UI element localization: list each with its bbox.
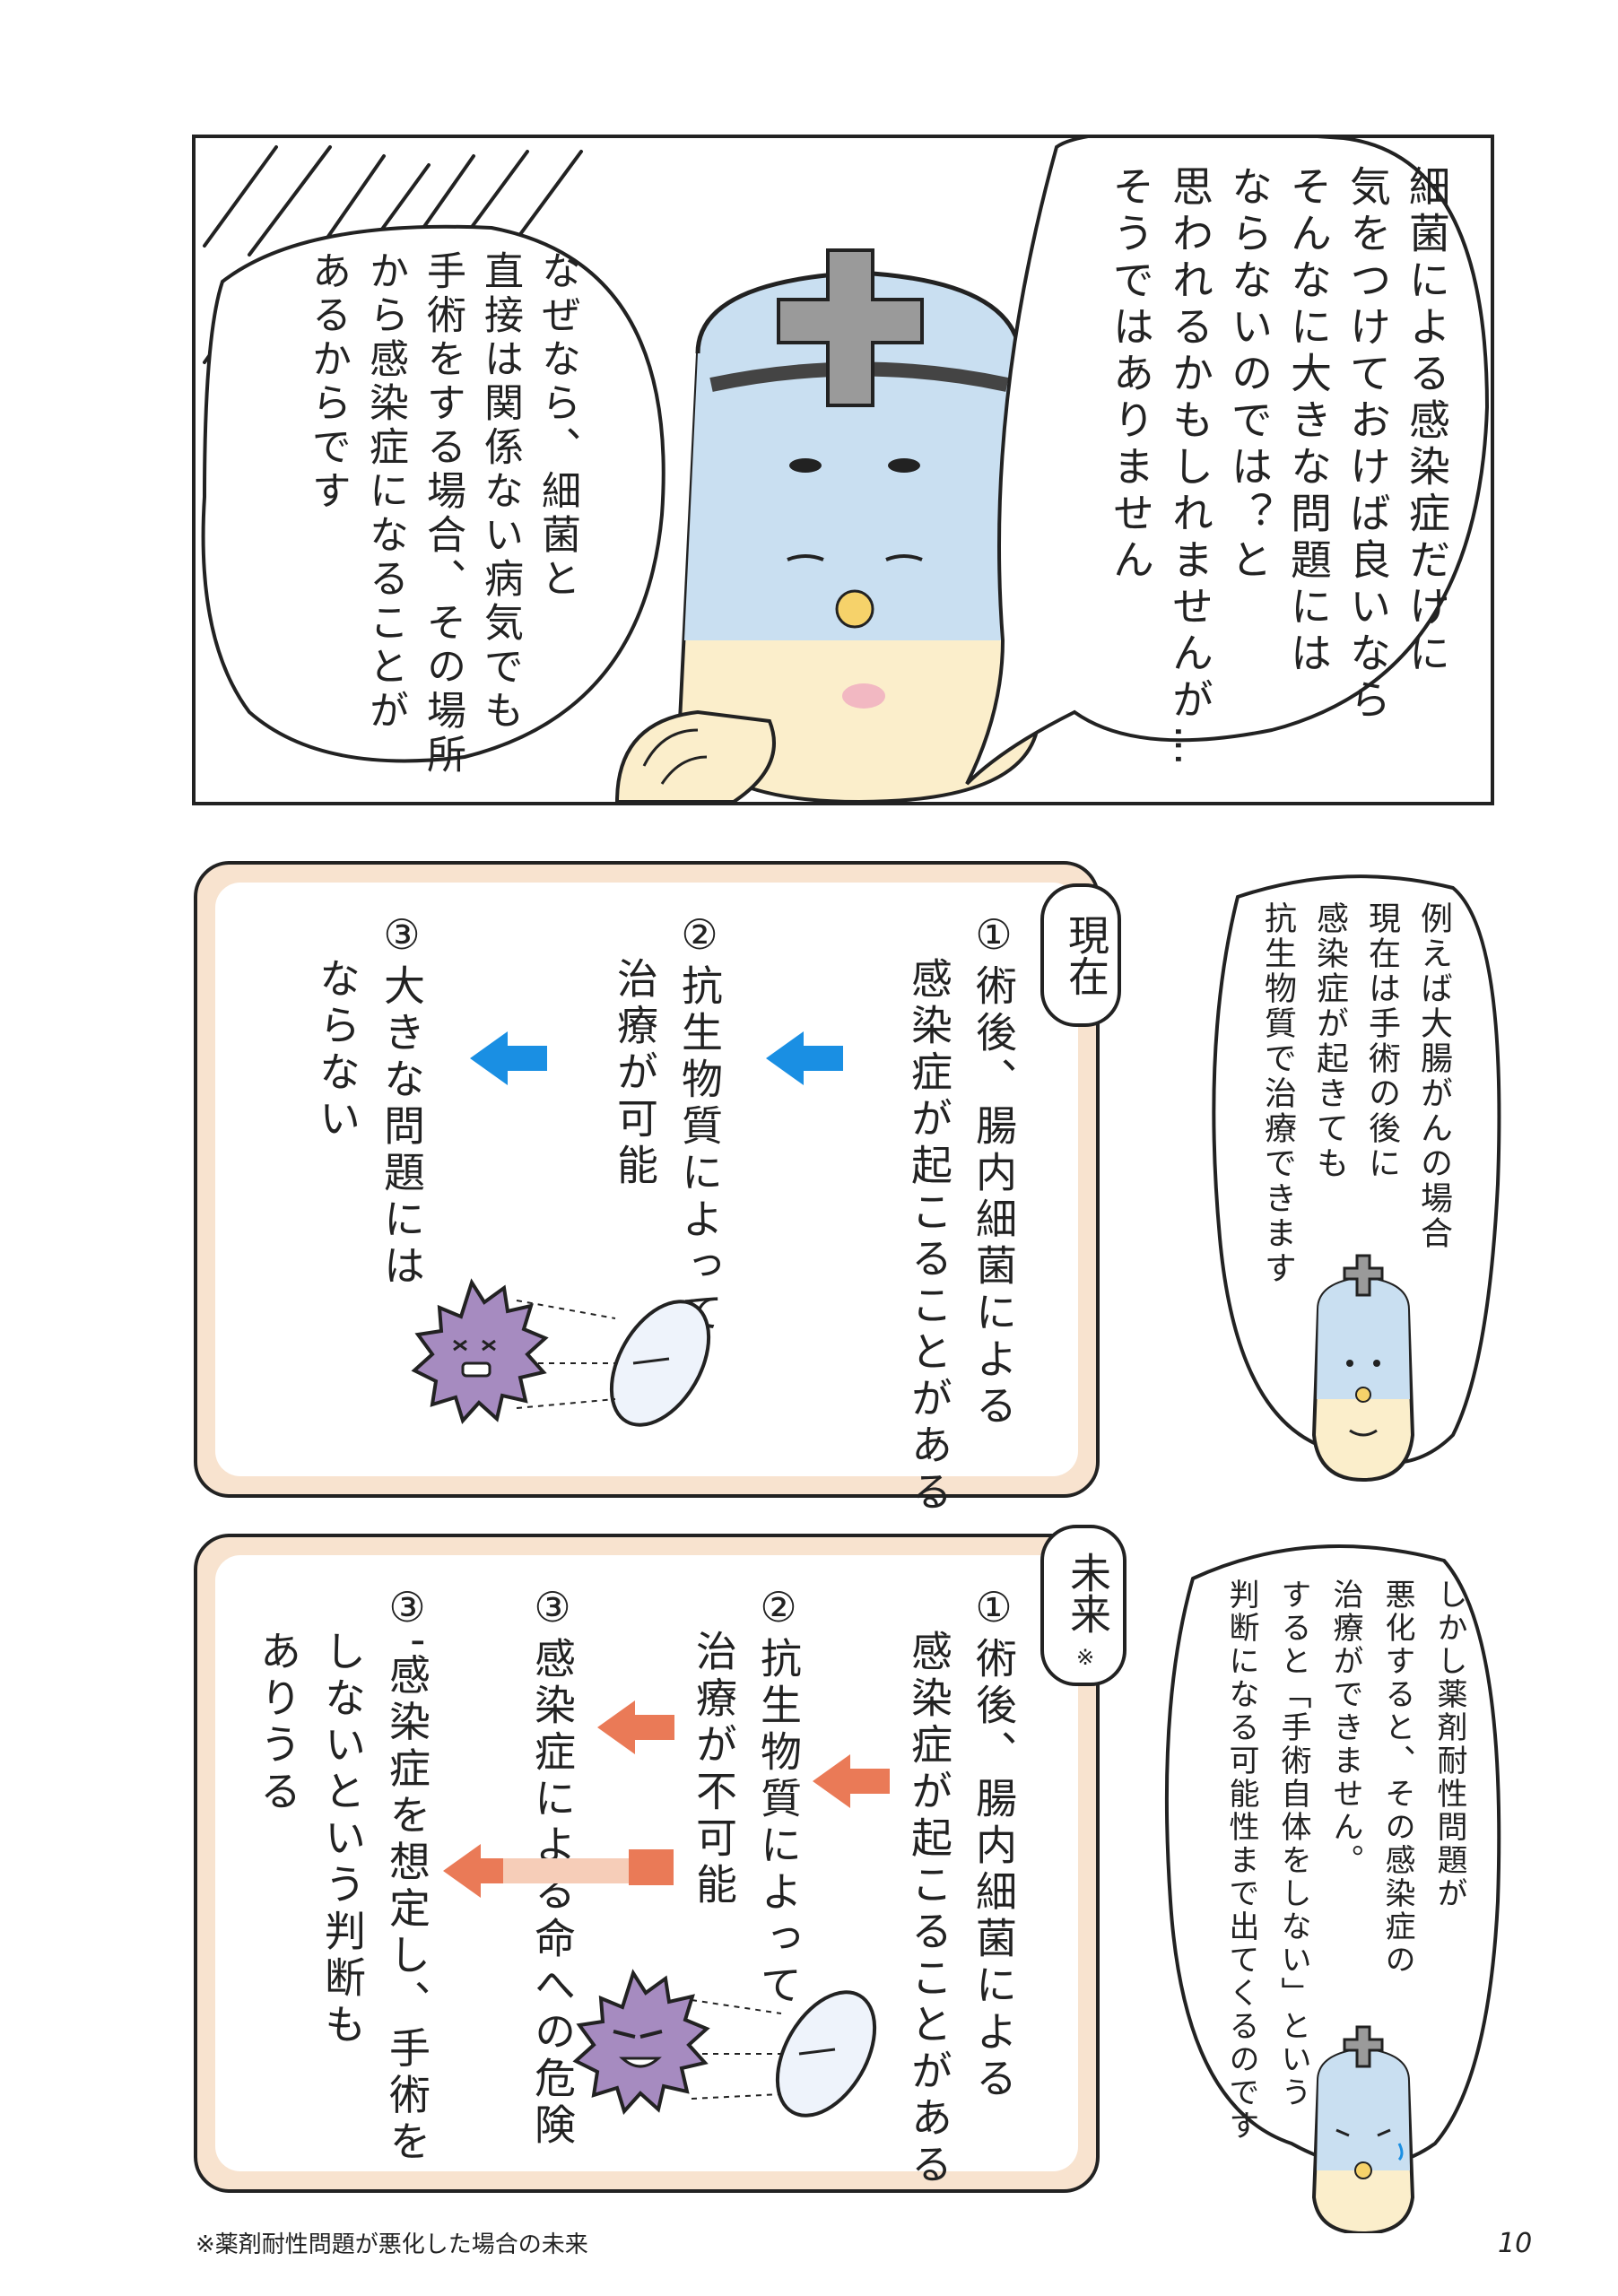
- future-tag-label: 未来: [1064, 1552, 1112, 1634]
- pill-icon: [516, 1300, 711, 1427]
- current-tag-label: 現在: [1062, 914, 1110, 996]
- current-art: [411, 1031, 843, 1427]
- bacteria-evil-icon: [572, 1969, 710, 2115]
- arrow-left-future-3: [443, 1844, 674, 1898]
- nurse-character: [600, 248, 1118, 802]
- future-tag: 未来 ※: [1040, 1525, 1127, 1686]
- speech-text-right: 細菌による感染症だけに 気をつけておけば良いなら そんなに大きな問題には ならな…: [1107, 165, 1451, 771]
- future-art: [443, 1700, 890, 2118]
- future-bubble-art: [1164, 1544, 1501, 2233]
- speech-text-left: なぜなら、細菌と 直接は関係ない病気でも 手術をする場合、その場所 から感染症に…: [305, 250, 580, 778]
- panel-top: 細菌による感染症だけに 気をつけておけば良いなら そんなに大きな問題には ならな…: [192, 135, 1494, 805]
- arrow-left-future-1: [813, 1754, 890, 1808]
- future-step-2: ②抗生物質によって 治療が不可能: [690, 1583, 803, 2010]
- current-bubble-art: [1212, 874, 1501, 1483]
- pill-icon-future: [691, 1990, 877, 2118]
- footnote: ※薬剤耐性問題が悪化した場合の未来: [196, 2231, 588, 2258]
- arrow-left-2: [470, 1031, 547, 1085]
- future-step-3b: ③'感染症を想定し、手術を しないという判断も ありうる: [254, 1583, 431, 2167]
- current-tag: 現在: [1040, 883, 1121, 1027]
- future-step-1: ①術後、腸内細菌による 感染症が起こることがある: [905, 1583, 1018, 2189]
- bacteria-icon: [411, 1278, 549, 1424]
- future-bubble-text: しかし薬剤耐性問題が 悪化すると、その感染症の 治療ができません。 すると「手術…: [1223, 1578, 1467, 2143]
- speech-bubble-left-shape: [201, 224, 665, 763]
- nurse-mini-1: [1311, 1254, 1415, 1483]
- speech-bubble-right-shape: [965, 138, 1490, 786]
- current-step-2: ②抗生物質によって 治療が可能: [611, 910, 724, 1337]
- future-tag-mark: ※: [1076, 1645, 1095, 1670]
- arrow-left-1: [766, 1031, 843, 1085]
- page-number: 10: [1498, 2228, 1533, 2259]
- current-step-3: ③大きな問題には ならない: [313, 910, 426, 1291]
- panel-top-art: [201, 138, 1490, 802]
- current-step-1: ①術後、腸内細菌による 感染症が起こることがある: [905, 910, 1018, 1517]
- current-bubble-text: 例えば大腸がんの場合 現在は手術の後に 感染症が起きても 抗生物質で治療できます: [1259, 901, 1452, 1286]
- arrow-left-future-2: [597, 1700, 674, 1754]
- nurse-mini-2: [1311, 2025, 1415, 2233]
